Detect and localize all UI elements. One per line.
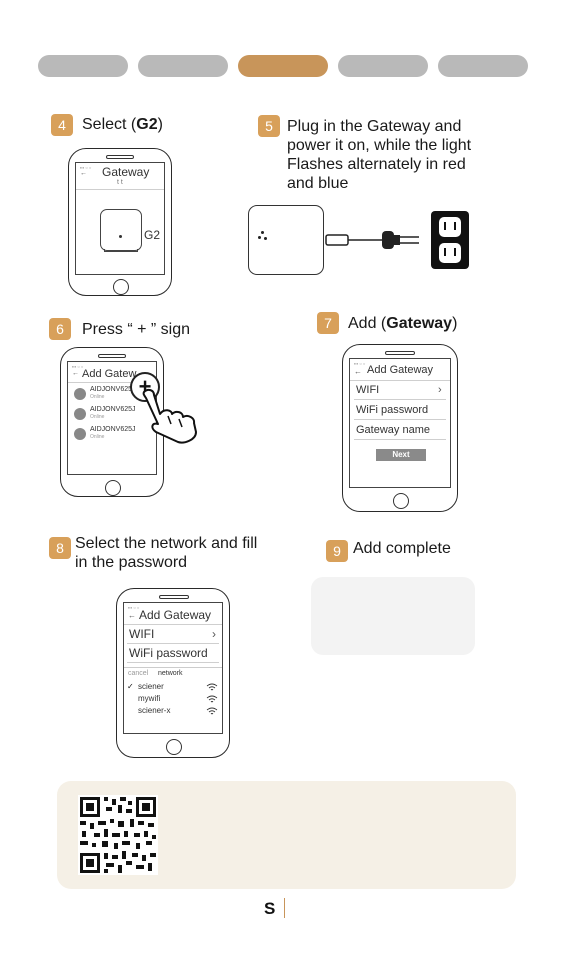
- back-arrow-icon: ←: [72, 370, 79, 377]
- step-4-caption: Select (G2): [82, 116, 163, 133]
- step-5-badge: 5: [258, 115, 280, 137]
- step-8-caption: Select the network and fill in the passw…: [75, 535, 258, 571]
- device-row[interactable]: AIDJONV625J Online: [74, 406, 156, 424]
- network-option[interactable]: mywifi: [138, 694, 161, 703]
- progress-tab-4: [338, 55, 428, 77]
- pointing-hand-icon: [142, 388, 197, 444]
- lock-avatar-icon: [74, 388, 86, 400]
- wifi-row[interactable]: WIFI: [129, 627, 155, 641]
- cancel-button[interactable]: cancel: [128, 670, 149, 677]
- step-7-caption: Add (Gateway): [348, 315, 458, 332]
- progress-tab-5: [438, 55, 528, 77]
- phone-4-title: Gateway: [102, 165, 150, 179]
- phone-4-subtitle: t t: [117, 179, 123, 186]
- device-row[interactable]: AIDJONV625J Online: [74, 426, 156, 444]
- step-7-badge: 7: [317, 312, 339, 334]
- device-row[interactable]: AIDJONV625J Online: [74, 386, 156, 404]
- step-9-badge: 9: [326, 540, 348, 562]
- step-6-caption: Press “ + ” sign: [82, 321, 191, 338]
- power-cable-icon: [325, 231, 419, 249]
- step-5-caption: Plug in the Gateway and power it on, whi…: [287, 118, 472, 192]
- checkmark-icon: ✓: [127, 682, 134, 691]
- gateway-name-field[interactable]: Gateway name: [356, 424, 430, 436]
- brand-logo: S: [264, 899, 276, 918]
- phone-step-8: ▪▪▪ ○ ○ ← Add Gateway WIFI › WiFi passwo…: [116, 588, 230, 758]
- wifi-password-field[interactable]: WiFi password: [356, 404, 429, 416]
- chevron-right-icon: ›: [212, 627, 216, 641]
- step-8-badge: 8: [49, 537, 71, 559]
- lock-avatar-icon: [74, 428, 86, 440]
- completion-image-placeholder: [311, 577, 475, 655]
- phone-step-4: ▪▪▪ ○ ○ Gateway ← t t G2: [68, 148, 172, 296]
- qr-code: [78, 795, 158, 875]
- chevron-right-icon: ›: [438, 384, 442, 396]
- wifi-signal-icon: [206, 683, 218, 691]
- network-picker-sheet: cancel network ✓ sciener mywifi sciener-…: [124, 667, 222, 733]
- step-6-badge: 6: [49, 318, 71, 340]
- phone-7-title: Add Gateway: [367, 364, 434, 376]
- back-arrow-icon: ←: [128, 611, 136, 620]
- wifi-row[interactable]: WIFI: [356, 384, 380, 396]
- wall-outlet-icon: [431, 211, 469, 269]
- next-button[interactable]: Next: [376, 449, 426, 461]
- wifi-password-field[interactable]: WiFi password: [129, 646, 208, 660]
- network-heading: network: [158, 670, 183, 677]
- back-arrow-icon: ←: [80, 170, 87, 177]
- step-9-caption: Add complete: [353, 540, 451, 557]
- phone-6-title: Add Gatew: [82, 368, 137, 380]
- network-option[interactable]: sciener: [138, 682, 164, 691]
- progress-tab-3-active: [238, 55, 328, 77]
- progress-tab-2: [138, 55, 228, 77]
- network-option[interactable]: sciener-x: [138, 706, 171, 715]
- step-4-badge: 4: [51, 114, 73, 136]
- back-arrow-icon: ←: [354, 367, 362, 376]
- progress-tab-1: [38, 55, 128, 77]
- gateway-box-icon: [248, 205, 324, 275]
- phone-8-title: Add Gateway: [139, 608, 212, 622]
- footer-divider: [284, 898, 285, 918]
- lock-avatar-icon: [74, 408, 86, 420]
- wifi-signal-icon: [206, 695, 218, 703]
- gateway-device-icon: [100, 209, 142, 251]
- phone-step-7: ▪▪▪ ○ ○ ← Add Gateway WIFI › WiFi passwo…: [342, 344, 458, 512]
- device-label-g2: G2: [144, 228, 161, 242]
- wifi-signal-icon: [206, 707, 218, 715]
- gateway-plug-illustration: [248, 205, 470, 277]
